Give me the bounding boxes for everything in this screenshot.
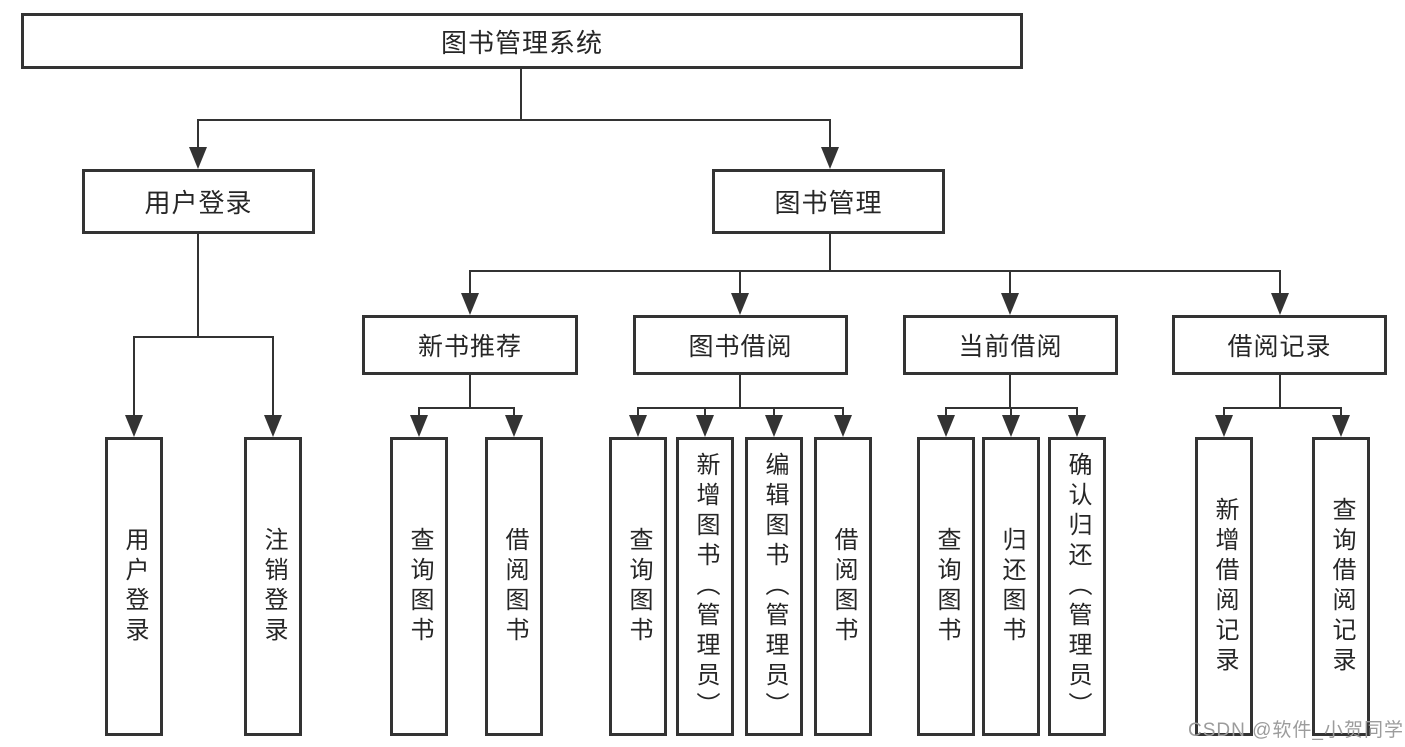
arrowhead-new-book-recommend bbox=[461, 293, 479, 315]
leaf-query-books-current-label: 查询图书 bbox=[933, 526, 960, 647]
leaf-confirm-return-admin-label: 确认归还（管理员） bbox=[1064, 451, 1091, 722]
connector-book-borrow-stub bbox=[739, 375, 741, 407]
connector-borrow-records-rail bbox=[1223, 407, 1342, 409]
leaf-add-books-admin: 新增图书（管理员） bbox=[676, 437, 734, 736]
leaf-return-books: 归还图书 bbox=[982, 437, 1040, 736]
connector-user-login-stub bbox=[197, 234, 199, 336]
connector-drop-book-management bbox=[829, 119, 831, 149]
arrowhead-logout bbox=[264, 415, 282, 437]
arrowhead-book-management bbox=[821, 147, 839, 169]
arrowhead-borrow-books-recommend bbox=[505, 415, 523, 437]
connector-drop-logout bbox=[272, 336, 274, 417]
connector-drop-edit-books-admin bbox=[773, 407, 775, 417]
arrowhead-add-books-admin bbox=[696, 415, 714, 437]
connector-book-borrow-rail bbox=[637, 407, 844, 409]
leaf-user-login: 用户登录 bbox=[105, 437, 163, 736]
csdn-watermark: CSDN @软件_小贺同学 bbox=[1188, 720, 1404, 741]
connector-borrow-records-stub bbox=[1279, 375, 1281, 407]
connector-drop-query-books-current bbox=[945, 407, 947, 417]
arrowhead-book-borrow bbox=[731, 293, 749, 315]
leaf-add-borrow-record: 新增借阅记录 bbox=[1195, 437, 1253, 736]
leaf-query-books-recommend: 查询图书 bbox=[390, 437, 448, 736]
arrowhead-add-borrow-record bbox=[1215, 415, 1233, 437]
connector-root-rail bbox=[197, 119, 831, 121]
node-root-label: 图书管理系统 bbox=[440, 27, 603, 58]
leaf-borrow-books-label: 借阅图书 bbox=[830, 526, 857, 647]
arrowhead-query-books-borrow bbox=[629, 415, 647, 437]
arrowhead-user-login-leaf bbox=[125, 415, 143, 437]
leaf-borrow-books-recommend-label: 借阅图书 bbox=[501, 526, 528, 647]
leaf-borrow-books-recommend: 借阅图书 bbox=[485, 437, 543, 736]
leaf-logout: 注销登录 bbox=[244, 437, 302, 736]
leaf-return-books-label: 归还图书 bbox=[998, 526, 1025, 647]
connector-book-management-rail bbox=[469, 270, 1281, 272]
connector-drop-query-borrow-record bbox=[1340, 407, 1342, 417]
node-root: 图书管理系统 bbox=[21, 13, 1023, 69]
arrowhead-borrow-records bbox=[1271, 293, 1289, 315]
node-user-login-label: 用户登录 bbox=[144, 188, 253, 218]
connector-drop-confirm-return-admin bbox=[1076, 407, 1078, 417]
connector-new-book-recommend-rail bbox=[418, 407, 515, 409]
connector-user-login-rail bbox=[133, 336, 274, 338]
node-user-login: 用户登录 bbox=[82, 169, 315, 234]
arrowhead-query-books-current bbox=[937, 415, 955, 437]
leaf-query-books-recommend-label: 查询图书 bbox=[406, 526, 433, 647]
leaf-edit-books-admin: 编辑图书（管理员） bbox=[745, 437, 803, 736]
arrowhead-query-books-recommend bbox=[410, 415, 428, 437]
arrowhead-return-books bbox=[1002, 415, 1020, 437]
node-borrow-records: 借阅记录 bbox=[1172, 315, 1387, 375]
leaf-logout-label: 注销登录 bbox=[260, 526, 287, 647]
node-current-borrow: 当前借阅 bbox=[903, 315, 1118, 375]
leaf-borrow-books: 借阅图书 bbox=[814, 437, 872, 736]
connector-book-management-stub bbox=[829, 234, 831, 270]
node-new-book-recommend-label: 新书推荐 bbox=[417, 333, 522, 361]
arrowhead-query-borrow-record bbox=[1332, 415, 1350, 437]
connector-root-stub bbox=[520, 69, 522, 119]
leaf-query-books-borrow: 查询图书 bbox=[609, 437, 667, 736]
connector-drop-current-borrow bbox=[1009, 270, 1011, 295]
leaf-query-books-current: 查询图书 bbox=[917, 437, 975, 736]
connector-drop-query-books-borrow bbox=[637, 407, 639, 417]
connector-drop-add-books-admin bbox=[704, 407, 706, 417]
connector-new-book-recommend-stub bbox=[469, 375, 471, 407]
leaf-edit-books-admin-label: 编辑图书（管理员） bbox=[761, 451, 788, 722]
connector-drop-user-login-leaf bbox=[133, 336, 135, 417]
node-new-book-recommend: 新书推荐 bbox=[362, 315, 578, 375]
arrowhead-borrow-books bbox=[834, 415, 852, 437]
connector-drop-borrow-books bbox=[842, 407, 844, 417]
node-book-management: 图书管理 bbox=[712, 169, 945, 234]
leaf-query-borrow-record: 查询借阅记录 bbox=[1312, 437, 1370, 736]
node-current-borrow-label: 当前借阅 bbox=[958, 333, 1063, 361]
connector-drop-borrow-books-recommend bbox=[513, 407, 515, 417]
node-book-borrow: 图书借阅 bbox=[633, 315, 848, 375]
node-borrow-records-label: 借阅记录 bbox=[1227, 333, 1332, 361]
connector-drop-query-books-recommend bbox=[418, 407, 420, 417]
arrowhead-edit-books-admin bbox=[765, 415, 783, 437]
arrowhead-confirm-return-admin bbox=[1068, 415, 1086, 437]
connector-drop-borrow-records bbox=[1279, 270, 1281, 295]
connector-drop-book-borrow bbox=[739, 270, 741, 295]
leaf-confirm-return-admin: 确认归还（管理员） bbox=[1048, 437, 1106, 736]
arrowhead-current-borrow bbox=[1001, 293, 1019, 315]
node-book-borrow-label: 图书借阅 bbox=[688, 333, 793, 361]
connector-drop-add-borrow-record bbox=[1223, 407, 1225, 417]
connector-drop-new-book-recommend bbox=[469, 270, 471, 295]
leaf-add-books-admin-label: 新增图书（管理员） bbox=[692, 451, 719, 722]
arrowhead-user-login bbox=[189, 147, 207, 169]
connector-drop-user-login bbox=[197, 119, 199, 149]
leaf-query-borrow-record-label: 查询借阅记录 bbox=[1328, 496, 1355, 677]
node-book-management-label: 图书管理 bbox=[774, 188, 883, 218]
leaf-add-borrow-record-label: 新增借阅记录 bbox=[1211, 496, 1238, 677]
connector-current-borrow-stub bbox=[1009, 375, 1011, 407]
connector-drop-return-books bbox=[1010, 407, 1012, 417]
leaf-user-login-label: 用户登录 bbox=[121, 526, 148, 647]
leaf-query-books-borrow-label: 查询图书 bbox=[625, 526, 652, 647]
